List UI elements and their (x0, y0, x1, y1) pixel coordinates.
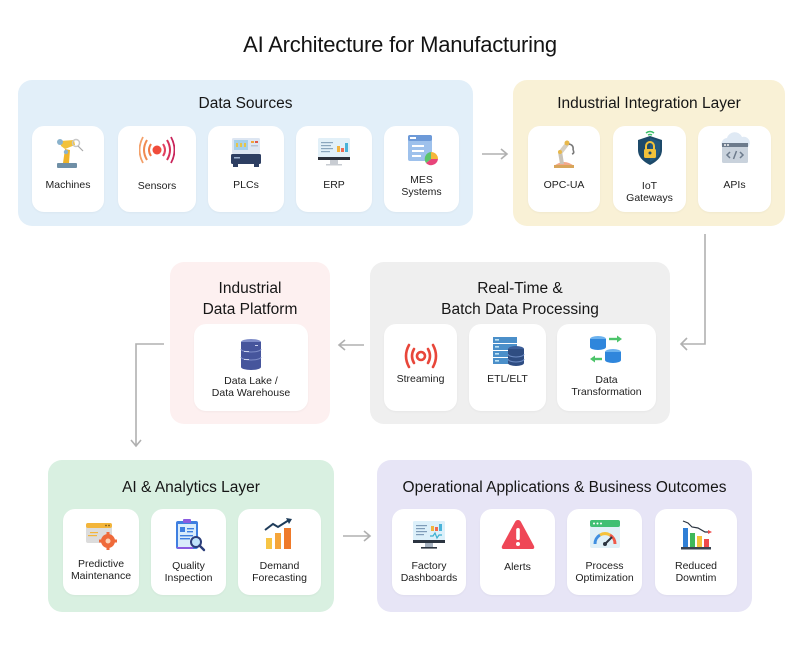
card-label: ETL/ELT (487, 373, 528, 385)
mes-report-icon (404, 132, 440, 168)
predictive-gear-icon (83, 518, 119, 554)
card-quality-inspection[interactable]: Quality Inspection (151, 509, 226, 595)
connector-integration-to-processing (679, 234, 706, 351)
dashboard-monitor-icon (411, 517, 447, 553)
integration-layer: Industrial Integration Layer OPC-UA IoT … (513, 80, 785, 226)
card-demand-forecasting[interactable]: Demand Forecasting (238, 509, 321, 595)
card-label: OPC-UA (543, 179, 585, 191)
alert-triangle-icon (500, 517, 536, 553)
integration-title: Industrial Integration Layer (557, 95, 741, 112)
data-lake-cylinder-icon (233, 337, 269, 373)
connector-processing-to-platform (337, 339, 364, 351)
card-label: Quality Inspection (164, 560, 213, 584)
connector-sources-to-integration (482, 148, 509, 160)
card-label: Streaming (396, 373, 445, 385)
erp-monitor-icon (316, 134, 352, 170)
platform-title: Industrial Data Platform (202, 280, 298, 318)
card-label: Demand Forecasting (252, 560, 307, 584)
api-code-icon (717, 132, 753, 168)
card-iot-gateways[interactable]: IoT Gateways (613, 126, 686, 212)
card-erp[interactable]: ERP (296, 126, 372, 212)
card-alerts[interactable]: Alerts (480, 509, 555, 595)
connector-analytics-to-operations (343, 530, 372, 542)
gauge-optimization-icon (587, 517, 623, 553)
processing-layer: Real-Time & Batch Data Processing Stream… (370, 262, 670, 424)
diagram-title: AI Architecture for Manufacturing (243, 32, 557, 57)
card-data-lake[interactable]: Data Lake / Data Warehouse (194, 324, 308, 411)
card-machines[interactable]: Machines (32, 126, 104, 212)
connector-platform-to-analytics (130, 343, 164, 448)
card-predictive-maintenance[interactable]: Predictive Maintenance (63, 509, 139, 595)
card-etl-elt[interactable]: ETL/ELT (469, 324, 546, 411)
card-label: APIs (723, 179, 746, 191)
card-label: ERP (323, 179, 345, 191)
sensor-signal-icon (139, 134, 175, 170)
card-label: Factory Dashboards (400, 560, 458, 584)
robot-arm-icon (50, 134, 86, 170)
card-sensors[interactable]: Sensors (118, 126, 196, 212)
card-streaming[interactable]: Streaming (384, 324, 457, 411)
card-mes-systems[interactable]: MES Systems (384, 126, 459, 212)
data-sources-layer: Data Sources Machines Sensors PLCs ERP M… (18, 80, 473, 226)
card-label: Predictive Maintenance (70, 558, 132, 582)
analytics-layer: AI & Analytics Layer Predictive Maintena… (48, 460, 334, 612)
card-factory-dashboards[interactable]: Factory Dashboards (392, 509, 466, 595)
processing-title: Real-Time & Batch Data Processing (441, 280, 599, 318)
industrial-robot-icon (546, 134, 582, 170)
operations-layer: Operational Applications & Business Outc… (377, 460, 752, 612)
card-label: Reduced Downtim (674, 560, 718, 584)
plc-controller-icon (228, 134, 264, 170)
card-label: Data Lake / Data Warehouse (211, 375, 291, 399)
database-transform-icon (587, 332, 627, 368)
data-sources-title: Data Sources (198, 95, 293, 112)
card-process-optimization[interactable]: Process Optimization (567, 509, 642, 595)
card-label: Data Transformation (571, 374, 642, 398)
card-label: Process Optimization (575, 560, 634, 584)
card-data-transformation[interactable]: Data Transformation (557, 324, 656, 411)
streaming-broadcast-icon (403, 338, 439, 374)
etl-server-database-icon (490, 333, 526, 369)
shield-lock-icon (632, 130, 668, 166)
platform-layer: Industrial Data Platform Data Lake / Dat… (170, 262, 330, 424)
trend-bar-chart-icon (262, 516, 298, 552)
operations-title: Operational Applications & Business Outc… (402, 479, 727, 496)
card-label: Machines (45, 179, 91, 191)
declining-bar-chart-icon (678, 517, 714, 553)
analytics-title: AI & Analytics Layer (122, 479, 260, 496)
clipboard-magnifier-icon (171, 517, 207, 553)
card-apis[interactable]: APIs (698, 126, 771, 212)
card-label: PLCs (233, 179, 259, 191)
card-reduced-downtime[interactable]: Reduced Downtim (655, 509, 737, 595)
card-plcs[interactable]: PLCs (208, 126, 284, 212)
card-opc-ua[interactable]: OPC-UA (528, 126, 600, 212)
card-label: Alerts (504, 561, 531, 573)
card-label: IoT Gateways (626, 180, 673, 204)
card-label: MES Systems (401, 174, 442, 198)
card-label: Sensors (137, 180, 177, 192)
